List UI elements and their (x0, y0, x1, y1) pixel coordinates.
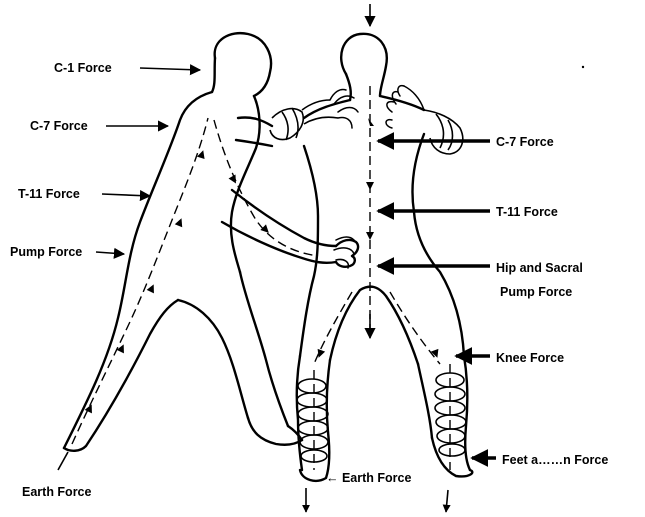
label-hip-sacral: Hip and Sacral Pump Force (378, 261, 583, 299)
hip-sacral-line1-text: Hip and Sacral (496, 261, 583, 275)
earth-force-left-text: Earth Force (22, 485, 92, 499)
t11-force-right-text: T-11 Force (496, 205, 558, 219)
label-t11-force-right: T-11 Force (378, 205, 558, 219)
feet-force-text: Feet a……n Force (502, 453, 608, 467)
label-knee-force: Knee Force (456, 351, 564, 365)
label-pump-force: Pump Force (10, 245, 124, 259)
t11-force-left-text: T-11 Force (18, 187, 80, 201)
leg-wraps (297, 373, 466, 462)
c7-force-right-text: C-7 Force (496, 135, 554, 149)
label-earth-force-left: Earth Force (22, 485, 92, 499)
c7-force-left-text: C-7 Force (30, 119, 88, 133)
shoulder-wraps (270, 86, 463, 154)
earth-force-center-text: ← Earth Force (326, 471, 411, 485)
hip-sacral-line2-text: Pump Force (500, 285, 572, 299)
knee-force-text: Knee Force (496, 351, 564, 365)
label-feet-force: Feet a……n Force (472, 453, 608, 467)
pump-force-text: Pump Force (10, 245, 82, 259)
label-c7-force-right: C-7 Force (378, 135, 554, 149)
label-t11-force-left: T-11 Force (18, 187, 150, 201)
c1-force-text: C-1 Force (54, 61, 112, 75)
label-c1-force: C-1 Force (54, 61, 200, 75)
vertical-force-arrows (58, 4, 448, 512)
label-c7-force-left: C-7 Force (30, 119, 168, 133)
label-earth-force-center: ← Earth Force (326, 471, 411, 485)
speck (582, 66, 584, 68)
